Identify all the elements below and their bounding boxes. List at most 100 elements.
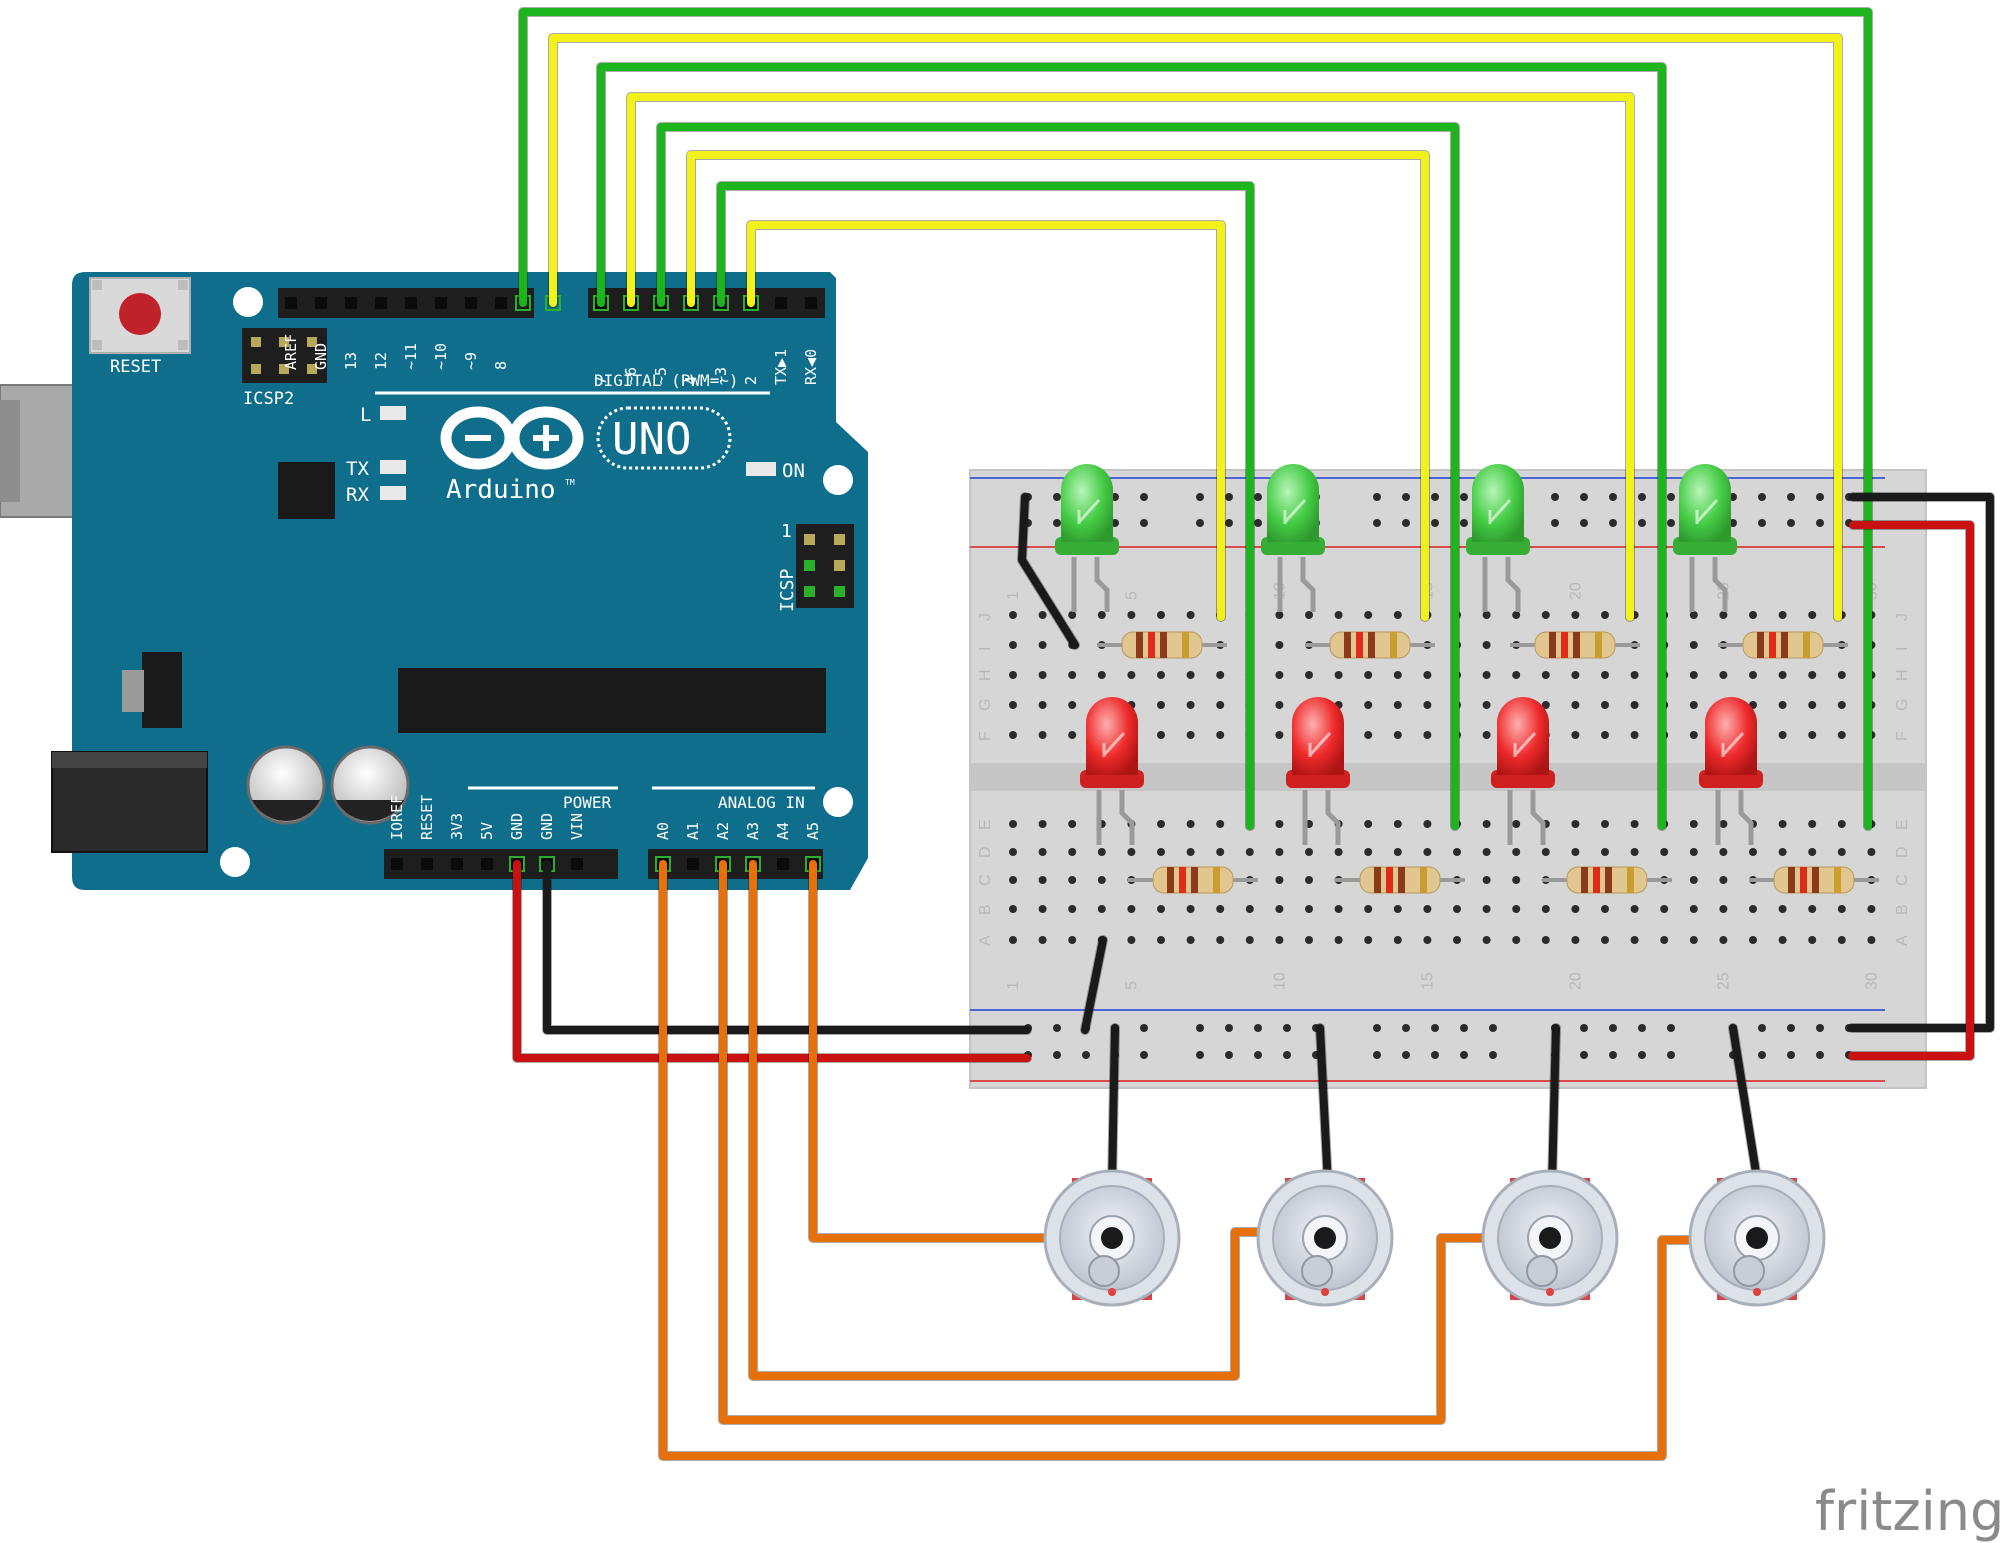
wire-pin5[interactable] bbox=[657, 123, 1459, 830]
breadboard-hole[interactable] bbox=[1719, 671, 1728, 679]
rail-hole[interactable] bbox=[1402, 493, 1410, 501]
breadboard-hole[interactable] bbox=[1482, 905, 1491, 913]
breadboard-hole[interactable] bbox=[1423, 905, 1432, 913]
breadboard-hole[interactable] bbox=[1689, 820, 1698, 828]
breadboard-hole[interactable] bbox=[1601, 820, 1609, 828]
breadboard-hole[interactable] bbox=[1541, 611, 1550, 619]
breadboard-hole[interactable] bbox=[1364, 905, 1373, 913]
breadboard-hole[interactable] bbox=[1393, 820, 1402, 828]
breadboard-hole[interactable] bbox=[1068, 848, 1077, 856]
breadboard-hole[interactable] bbox=[1541, 905, 1550, 913]
breadboard-hole[interactable] bbox=[1719, 936, 1728, 944]
breadboard-hole[interactable] bbox=[1097, 671, 1106, 679]
breadboard-hole[interactable] bbox=[1423, 701, 1432, 709]
rail-hole[interactable] bbox=[1580, 519, 1588, 527]
rail-hole[interactable] bbox=[1431, 1051, 1439, 1059]
power-pin[interactable] bbox=[421, 858, 433, 870]
breadboard-hole[interactable] bbox=[1571, 701, 1580, 709]
breadboard-hole[interactable] bbox=[1601, 848, 1609, 856]
rail-hole[interactable] bbox=[1254, 493, 1262, 501]
breadboard-hole[interactable] bbox=[1216, 905, 1225, 913]
rail-hole[interactable] bbox=[1254, 1051, 1262, 1059]
breadboard-hole[interactable] bbox=[1423, 848, 1432, 856]
breadboard-hole[interactable] bbox=[1275, 671, 1284, 679]
breadboard-hole[interactable] bbox=[1630, 671, 1639, 679]
breadboard-hole[interactable] bbox=[1571, 936, 1580, 944]
breadboard-hole[interactable] bbox=[1275, 731, 1284, 739]
breadboard-hole[interactable] bbox=[1749, 905, 1757, 913]
breadboard-hole[interactable] bbox=[1275, 611, 1284, 619]
breadboard-hole[interactable] bbox=[1038, 820, 1047, 828]
breadboard-hole[interactable] bbox=[1571, 611, 1580, 619]
breadboard-hole[interactable] bbox=[1305, 671, 1313, 679]
breadboard-hole[interactable] bbox=[1364, 611, 1373, 619]
breadboard-hole[interactable] bbox=[1068, 820, 1077, 828]
breadboard-hole[interactable] bbox=[1009, 731, 1017, 739]
breadboard-hole[interactable] bbox=[1216, 731, 1225, 739]
breadboard-hole[interactable] bbox=[1186, 611, 1195, 619]
breadboard-hole[interactable] bbox=[1689, 731, 1698, 739]
digital-pin[interactable] bbox=[435, 297, 447, 309]
breadboard-hole[interactable] bbox=[1749, 611, 1757, 619]
breadboard-hole[interactable] bbox=[1512, 905, 1521, 913]
breadboard-hole[interactable] bbox=[1778, 701, 1787, 709]
rail-hole[interactable] bbox=[1551, 493, 1559, 501]
breadboard-hole[interactable] bbox=[1157, 701, 1165, 709]
breadboard-hole[interactable] bbox=[1778, 905, 1787, 913]
rail-hole[interactable] bbox=[1431, 493, 1439, 501]
rail-hole[interactable] bbox=[1580, 1051, 1588, 1059]
breadboard-hole[interactable] bbox=[1009, 936, 1017, 944]
rail-hole[interactable] bbox=[1402, 1051, 1410, 1059]
breadboard-hole[interactable] bbox=[1453, 936, 1461, 944]
breadboard-hole[interactable] bbox=[1867, 936, 1876, 944]
rail-hole[interactable] bbox=[1140, 519, 1148, 527]
breadboard-hole[interactable] bbox=[1038, 905, 1047, 913]
rail-hole[interactable] bbox=[1816, 493, 1824, 501]
breadboard-hole[interactable] bbox=[1778, 936, 1787, 944]
rail-hole[interactable] bbox=[1225, 519, 1233, 527]
breadboard-hole[interactable] bbox=[1393, 701, 1402, 709]
breadboard-hole[interactable] bbox=[1541, 848, 1550, 856]
breadboard-hole[interactable] bbox=[1068, 701, 1077, 709]
breadboard-hole[interactable] bbox=[1216, 848, 1225, 856]
breadboard-hole[interactable] bbox=[1364, 820, 1373, 828]
wire-5v-rail[interactable] bbox=[1848, 521, 1974, 1060]
rail-hole[interactable] bbox=[1638, 519, 1646, 527]
breadboard-hole[interactable] bbox=[1571, 731, 1580, 739]
breadboard-hole[interactable] bbox=[1719, 905, 1728, 913]
breadboard-hole[interactable] bbox=[1334, 905, 1343, 913]
breadboard-hole[interactable] bbox=[1157, 611, 1165, 619]
breadboard-hole[interactable] bbox=[1068, 876, 1077, 884]
resistor-bottom-1[interactable] bbox=[1128, 866, 1258, 894]
breadboard-hole[interactable] bbox=[1068, 611, 1077, 619]
breadboard-hole[interactable] bbox=[1837, 936, 1846, 944]
red-led-1[interactable] bbox=[1080, 697, 1144, 845]
breadboard-hole[interactable] bbox=[1009, 671, 1017, 679]
breadboard-hole[interactable] bbox=[1157, 848, 1165, 856]
potentiometer-1[interactable] bbox=[1043, 1169, 1181, 1307]
breadboard-hole[interactable] bbox=[1305, 848, 1313, 856]
breadboard-hole[interactable] bbox=[1038, 936, 1047, 944]
breadboard-hole[interactable] bbox=[1512, 611, 1521, 619]
breadboard-hole[interactable] bbox=[1009, 820, 1017, 828]
rail-hole[interactable] bbox=[1758, 493, 1766, 501]
rail-hole[interactable] bbox=[1638, 493, 1646, 501]
power-pin[interactable] bbox=[391, 858, 403, 870]
breadboard-hole[interactable] bbox=[1038, 671, 1047, 679]
breadboard-hole[interactable] bbox=[1127, 611, 1136, 619]
breadboard-hole[interactable] bbox=[1482, 671, 1491, 679]
rail-hole[interactable] bbox=[1787, 1051, 1795, 1059]
breadboard-hole[interactable] bbox=[1157, 820, 1165, 828]
rail-hole[interactable] bbox=[1053, 493, 1061, 501]
breadboard-hole[interactable] bbox=[1305, 876, 1313, 884]
breadboard-hole[interactable] bbox=[1186, 671, 1195, 679]
breadboard-hole[interactable] bbox=[1689, 701, 1698, 709]
breadboard-hole[interactable] bbox=[1157, 936, 1165, 944]
breadboard-hole[interactable] bbox=[1719, 876, 1728, 884]
digital-pin[interactable] bbox=[805, 297, 817, 309]
breadboard-hole[interactable] bbox=[1689, 936, 1698, 944]
rail-hole[interactable] bbox=[1638, 1024, 1646, 1032]
rail-hole[interactable] bbox=[1254, 1024, 1262, 1032]
breadboard-hole[interactable] bbox=[1364, 848, 1373, 856]
digital-pin[interactable] bbox=[285, 297, 297, 309]
